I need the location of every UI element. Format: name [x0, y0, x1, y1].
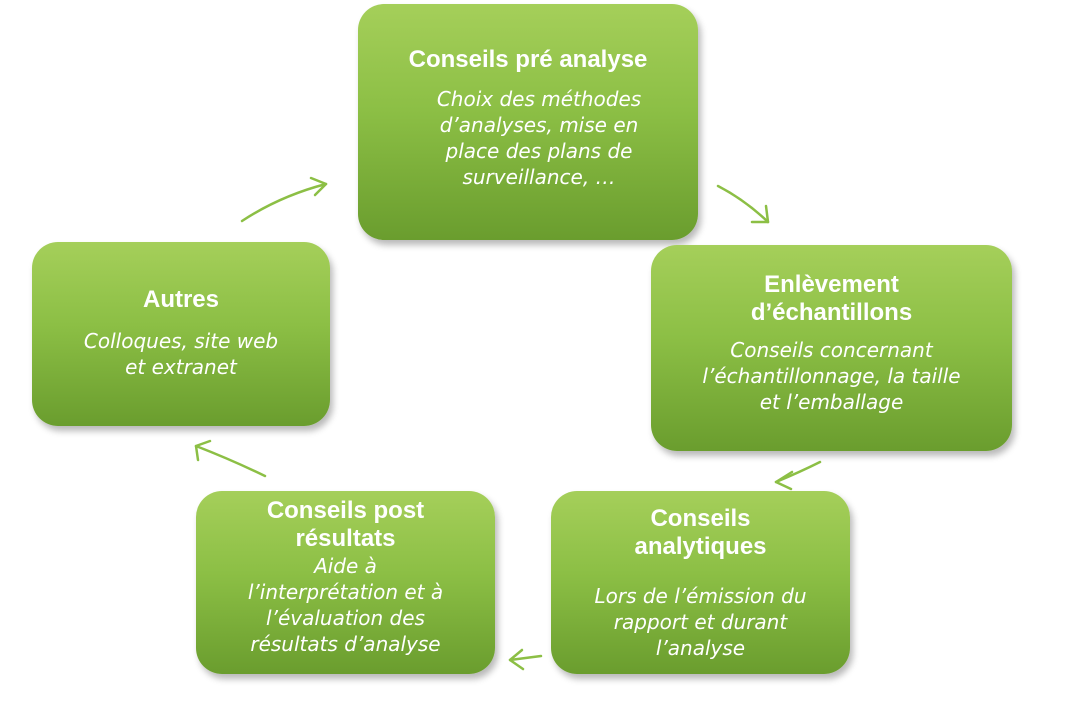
node-description: Choix des méthodes d’analyses, mise en p… [436, 87, 642, 189]
node-title: Conseils post résultats [266, 497, 425, 552]
arrow-enlevement-to-analytiques [774, 460, 822, 491]
node-conseils-post-resultats: Conseils post résultats Aide à l’interpr… [196, 491, 495, 674]
node-title: Enlèvement d’échantillons [750, 271, 913, 326]
node-description: Colloques, site web et extranet [83, 329, 279, 379]
arrow-pre-analyse-to-enlevement [716, 184, 770, 224]
node-title: Autres [142, 286, 220, 313]
node-conseils-pre-analyse: Conseils pré analyse Choix des méthodes … [358, 4, 698, 240]
arrow-analytiques-to-post-resultats [508, 648, 543, 671]
node-enlevement-echantillons: Enlèvement d’échantillons Conseils conce… [651, 245, 1012, 451]
node-title: Conseils pré analyse [408, 46, 648, 73]
node-description: Aide à l’interprétation et à l’évaluatio… [247, 554, 444, 656]
node-description: Lors de l’émission du rapport et durant … [594, 584, 807, 660]
node-autres: Autres Colloques, site web et extranet [32, 242, 330, 426]
node-conseils-analytiques: Conseils analytiques Lors de l’émission … [551, 491, 850, 674]
arrow-post-resultats-to-autres [194, 439, 267, 478]
arrow-autres-to-pre-analyse [240, 176, 328, 223]
node-description: Conseils concernant l’échantillonnage, l… [702, 338, 961, 414]
node-title: Conseils analytiques [634, 505, 767, 560]
